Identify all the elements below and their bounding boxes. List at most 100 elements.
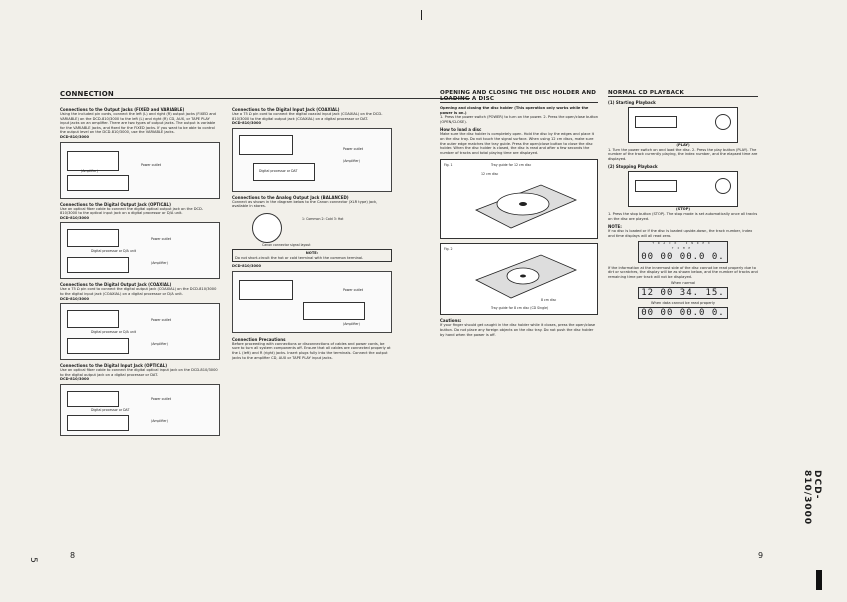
item-6: Connections to the Analog Output Jack (B… [232, 195, 392, 333]
item-title: Connections to the Analog Output Jack (B… [232, 194, 349, 200]
play-label: (PLAY) [676, 143, 690, 147]
power-outlet-label: Power outlet [141, 162, 161, 167]
note-box: NOTE: Do not short-circuit the hot or co… [232, 248, 392, 263]
disc-holder-section: OPENING AND CLOSING THE DISC HOLDER AND … [440, 90, 598, 337]
lcd-readout: 00 00 00.0 0. [641, 251, 725, 262]
amplifier-unit [67, 174, 129, 191]
item-text: Using the included pin cords, connect th… [60, 112, 216, 135]
item-title: Connections to the Digital Output Jack (… [60, 201, 171, 207]
amplifier-label: (Amplifier) [343, 158, 360, 163]
pin-legend: 1: Common 2: Cold 3: Hot [302, 216, 344, 221]
item-text: Use an optical fiber cable to connect th… [60, 206, 204, 216]
side-model-code: DCD-810/3000 [802, 470, 822, 526]
item-text: Use an optical fiber cable to connect th… [60, 368, 218, 377]
amplifier-label: (Amplifier) [343, 321, 360, 326]
diagram-output-jacks: Power outlet (Amplifier) [60, 141, 220, 199]
fig1-disc: 12 cm disc [481, 172, 499, 177]
diagram-optical-out: Digital processor or D/A unit Power outl… [60, 222, 220, 280]
amplifier-label: (Amplifier) [151, 261, 168, 266]
item-4: Connections to the Digital Input Jack (O… [60, 363, 220, 436]
corner-number: 5 [27, 557, 38, 563]
small-disc-illustration [475, 254, 578, 299]
amplifier-label: (Amplifier) [81, 168, 98, 173]
processor-label: Digital processor or D/A unit [91, 249, 137, 254]
player-unit [67, 229, 119, 248]
item-text: Use a 75 Ω pin cord to connect the digit… [60, 287, 217, 296]
processor-unit [67, 257, 129, 274]
item-title: Connections to the Digital Output Jack (… [60, 282, 172, 288]
lcd-heads: TRACK INDEX TIME [652, 242, 714, 250]
processor-unit [253, 162, 315, 181]
processor-unit [67, 414, 129, 431]
note-text: Do not short-circuit the hot or cold ter… [235, 255, 364, 260]
player-front-stop [628, 171, 738, 208]
amplifier-label: (Amplifier) [151, 342, 168, 347]
disc-slot [635, 116, 677, 128]
howto-text: Make sure the disc holder is completely … [440, 132, 595, 155]
pb-note-text: If no disc is loaded or if the disc is l… [608, 229, 753, 238]
fold-mark [421, 10, 422, 20]
amplifier-unit [303, 301, 365, 320]
xlr-connector-icon [252, 212, 282, 243]
edge-mark [816, 570, 822, 590]
knob-icon [715, 114, 731, 130]
page-right: OPENING AND CLOSING THE DISC HOLDER AND … [440, 90, 847, 560]
fig1-guide: Tray guide for 12 cm disc [491, 163, 532, 168]
lcd-readout: 00 00 00.0 0. [641, 307, 725, 318]
item-title: Connections to the Digital Input Jack (C… [232, 107, 340, 112]
playback-section: NORMAL CD PLAYBACK (1) Starting Playback… [608, 90, 758, 320]
lcd-display-2: 12 00 34. 15. [638, 286, 728, 299]
play2-text: 1. Press the stop button (STOP). The sto… [608, 211, 758, 221]
processor-unit [67, 338, 129, 355]
precautions-title: Connection Precautions [232, 336, 286, 342]
diagram-optical-in: Digital processor or DAT Power outlet (A… [60, 383, 220, 436]
playback-title: NORMAL CD PLAYBACK [608, 90, 758, 97]
figure-1: Fig. 1 Tray guide for 12 cm disc 12 cm d… [440, 159, 598, 240]
when-normal-label: When normal [670, 281, 696, 286]
disc-holder-title: OPENING AND CLOSING THE DISC HOLDER AND … [440, 90, 598, 103]
player-unit [239, 134, 293, 155]
when-not-read-label: When data cannot be read properly [650, 300, 716, 305]
player-unit [67, 150, 119, 171]
stop-label: (STOP) [675, 207, 690, 212]
processor-label: Digital processor or DAT [91, 407, 130, 412]
lcd-display-3: 00 00 00.0 0. [638, 306, 728, 319]
page-left: CONNECTION Connections to the Output Jac… [60, 90, 470, 560]
item-text: Use a 75 Ω pin cord to connect the digit… [232, 112, 383, 121]
item-5: Connections to the Digital Input Jack (C… [232, 107, 392, 192]
model-label: DCD-810/3000 [232, 264, 261, 269]
play1-title: (1) Starting Playback [608, 100, 656, 105]
note-title: NOTE: [305, 250, 319, 255]
page-number-right: 9 [758, 551, 764, 560]
play1-text: 1. Turn the power switch on and load the… [608, 147, 758, 161]
knob-icon [715, 178, 731, 195]
left-column-2: Connections to the Digital Input Jack (C… [232, 104, 392, 360]
page-number-left: 8 [70, 551, 76, 560]
connection-title: CONNECTION [60, 90, 470, 99]
precautions: Connection Precautions Before proceeding… [232, 337, 392, 360]
power-outlet-label: Power outlet [151, 318, 171, 323]
model-label: DCD-810/3000 [60, 296, 89, 301]
left-column-1: Connections to the Output Jacks (FIXED a… [60, 104, 220, 436]
diagram-coaxial-out: Digital processor or D/A unit Power outl… [60, 303, 220, 361]
canon-connector-figure: 1: Common 2: Cold 3: Hot Canon connector… [232, 209, 392, 249]
precautions-text: Before proceeding with connections or di… [232, 341, 391, 360]
model-label: DCD-810/3000 [232, 121, 261, 126]
player-unit [67, 390, 119, 407]
lcd-display-1: TRACK INDEX TIME 00 00 00.0 0. [638, 241, 728, 263]
item-title: Connections to the Output Jacks (FIXED a… [60, 107, 185, 112]
fig2-label: Fig. 2 [444, 247, 453, 252]
player-front-play [628, 107, 738, 143]
model-label: DCD-810/3000 [60, 377, 89, 382]
player-unit [67, 310, 119, 329]
diagram-coaxial-in: Digital processor or DAT Power outlet (A… [232, 127, 392, 192]
player-unit [239, 279, 293, 300]
figure-2: Fig. 2 8 cm disc Tray guide for 8 cm dis… [440, 243, 598, 316]
power-outlet-label: Power outlet [151, 237, 171, 242]
play2-title: (2) Stopping Playback [608, 164, 658, 170]
processor-label: Digital processor or D/A unit [91, 330, 137, 335]
disc-holder-steps: 1. Press the power switch (POWER) to tur… [440, 115, 598, 124]
item-2: Connections to the Digital Output Jack (… [60, 202, 220, 280]
item-text: Connect as shown in the diagram below to… [232, 199, 378, 209]
processor-label: Digital processor or DAT [259, 168, 298, 173]
